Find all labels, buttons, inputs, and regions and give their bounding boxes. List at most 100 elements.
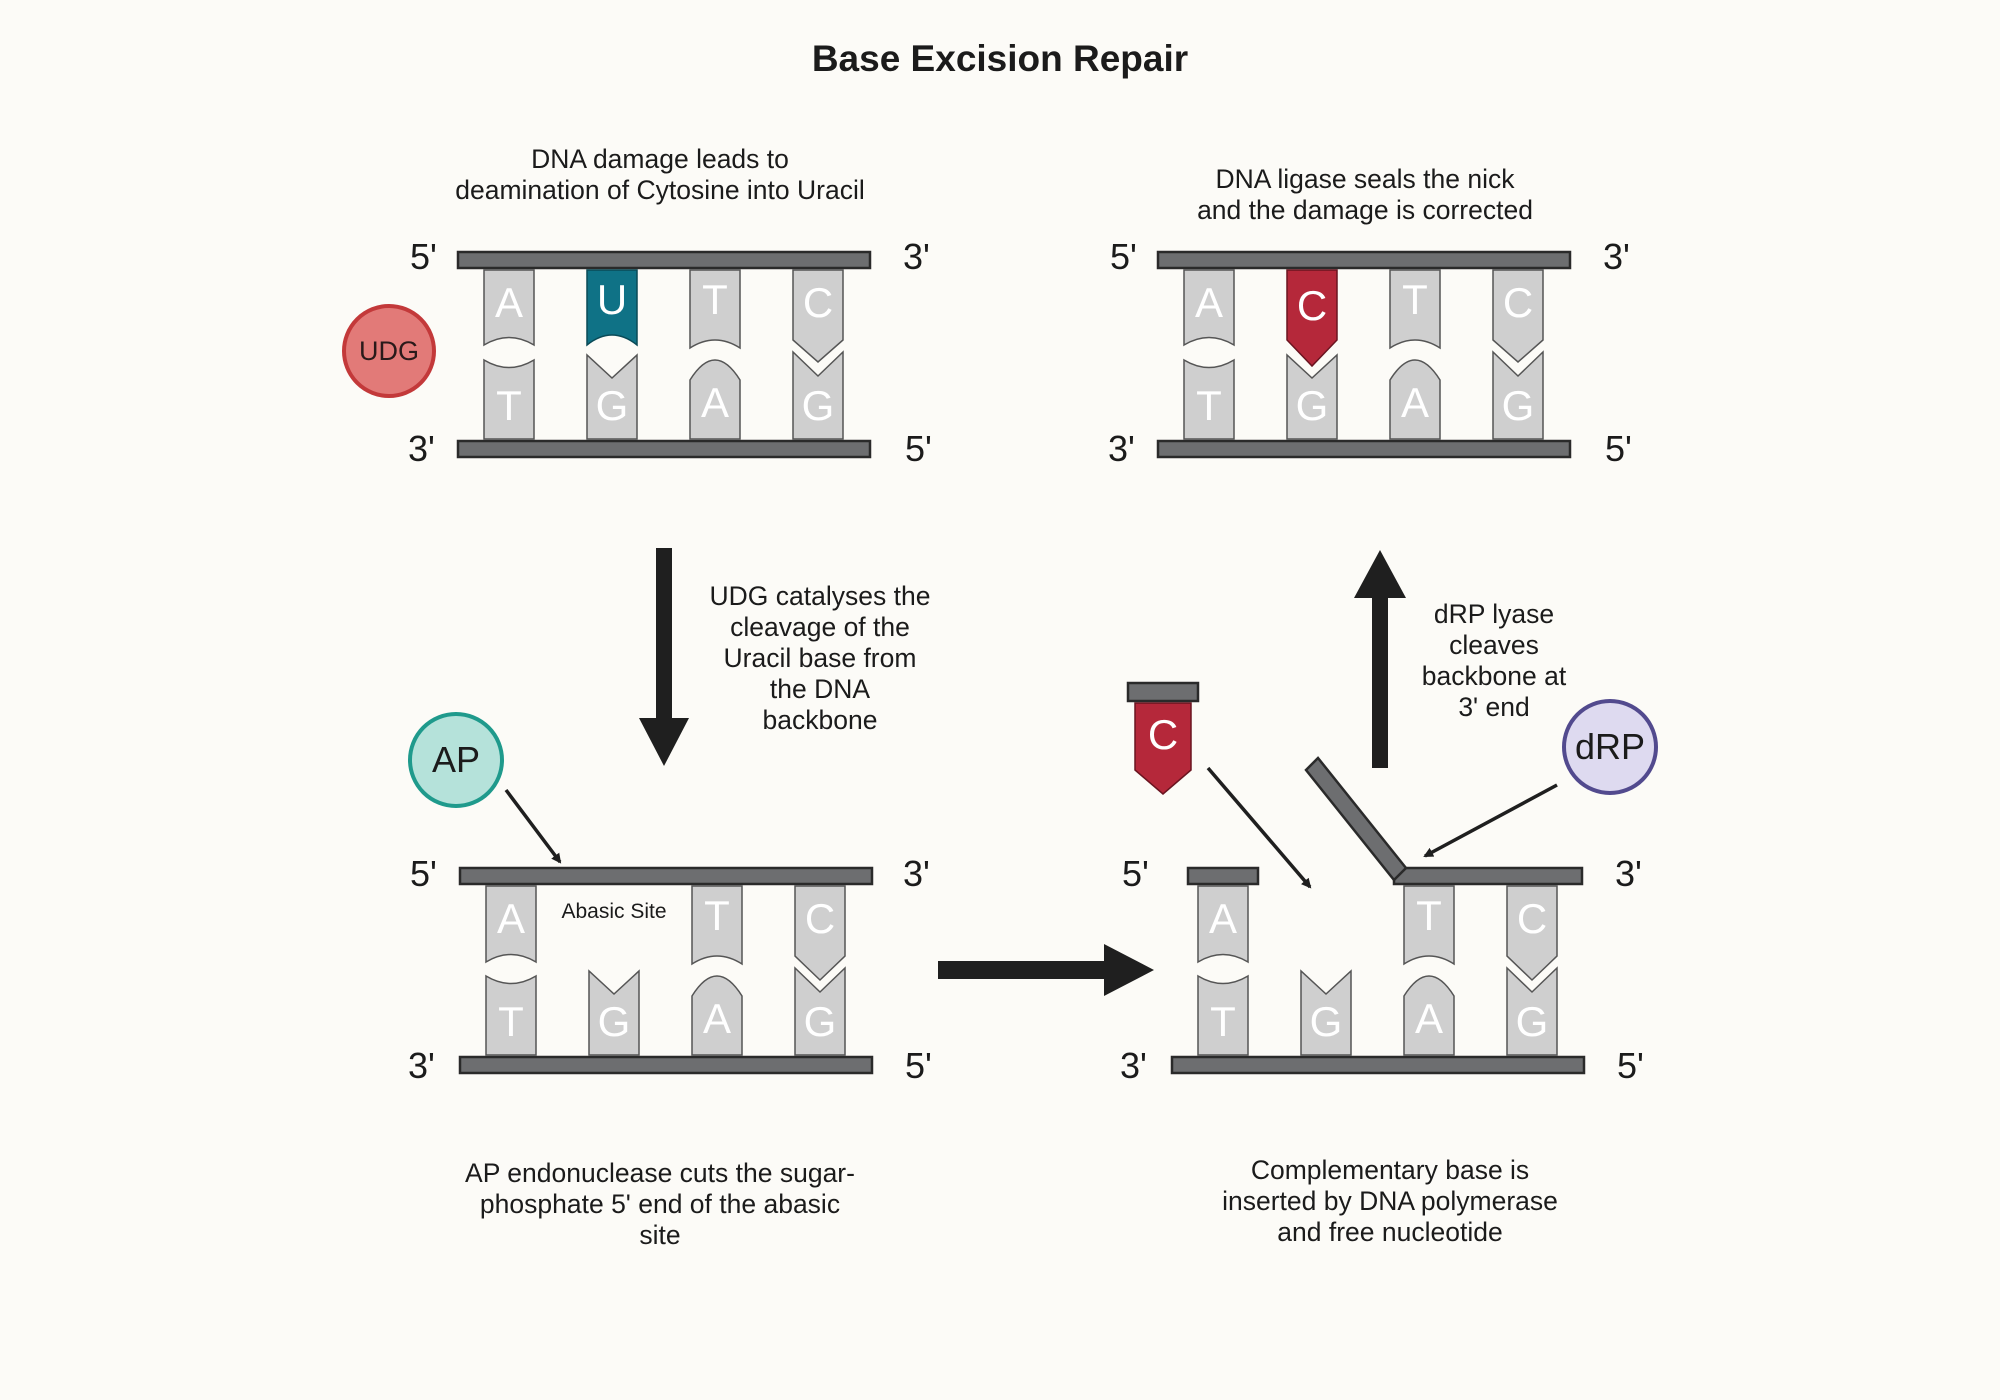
step2-bottom-base-a (691, 975, 743, 1056)
step3-bottom-letter-3: A (1415, 995, 1443, 1042)
step2-caption-line-1: AP endonuclease cuts the sugar- (465, 1158, 855, 1188)
step4-dna: A C T C T G A G (1156, 250, 1572, 459)
ap-endonuclease: AP (408, 712, 504, 808)
udg-caption-line-4: the DNA (769, 674, 871, 704)
step2-bottom-letter-2: G (598, 998, 631, 1045)
step2-dna: A T C T G A G Abasic Site (458, 866, 874, 1075)
step3-drp-flap (1304, 756, 1408, 882)
next-step-arrow (938, 944, 1154, 996)
step1-bottom-letter-4: G (802, 382, 835, 429)
step2-top-letter-4: C (805, 895, 835, 942)
step1-caption-line-2: deamination of Cytosine into Uracil (455, 175, 865, 205)
step4-caption: DNA ligase seals the nick and the damage… (1140, 164, 1590, 226)
step4-top-base-t (1389, 269, 1441, 350)
step4-bottom-backbone (1156, 439, 1572, 459)
step4-bottom-right-end: 5' (1605, 428, 1632, 469)
step2-bottom-letter-3: A (703, 995, 731, 1042)
step2-top-letter-3: T (704, 892, 730, 939)
step1-bottom-base-a (689, 359, 741, 440)
step3-top-base-t (1403, 885, 1455, 966)
drp-lyase: dRP (1562, 699, 1658, 795)
step3-top-left-end: 5' (1122, 853, 1149, 894)
step3-top-base-c (1506, 885, 1558, 982)
step1-bottom-base-g2 (792, 350, 844, 440)
udg-caption-line-1: UDG catalyses the (709, 581, 931, 611)
udg-enzyme: UDG (342, 304, 436, 398)
step1-dna: A U T C T G A G (456, 250, 872, 459)
step4-bottom-base-g2 (1492, 350, 1544, 440)
step2-top-base-a (485, 885, 537, 964)
step4-bottom-letter-2: G (1296, 382, 1329, 429)
step4-top-base-c (1492, 269, 1544, 363)
step3-bottom-base-a (1403, 975, 1455, 1056)
free-nucleotide-sugar (1126, 681, 1200, 703)
step3-top-backbone-left (1186, 866, 1260, 886)
step2-caption-line-2: phosphate 5' end of the abasic (479, 1189, 841, 1219)
step2-caption-line-3: site (639, 1220, 681, 1250)
step4-top-letter-2: C (1297, 282, 1327, 329)
step2-top-letter-1: A (497, 895, 525, 942)
step3-caption-line-3: and free nucleotide (1277, 1217, 1503, 1247)
step4-top-letter-4: C (1503, 279, 1533, 326)
step3-top-backbone-right (1392, 866, 1584, 886)
step4-top-left-end: 5' (1110, 236, 1137, 277)
step2-bottom-base-g (588, 969, 640, 1056)
step1-top-letter-1: A (495, 279, 523, 326)
udg-caption-line-3: Uracil base from (723, 643, 917, 673)
udg-step-arrow (639, 548, 689, 766)
step1-bottom-base-t (483, 358, 535, 440)
drp-arrow-caption: dRP lyase cleaves backbone at 3' end (1384, 599, 1604, 723)
step1-caption-line-1: DNA damage leads to (531, 144, 789, 174)
step1-top-backbone (456, 250, 872, 270)
udg-caption-line-2: cleavage of the (730, 612, 910, 642)
step3-top-right-end: 3' (1615, 853, 1642, 894)
step1-top-base-c (792, 269, 844, 363)
free-nucleotide-letter: C (1148, 711, 1178, 758)
step2-bottom-letter-1: T (498, 998, 524, 1045)
step4-top-letter-3: T (1402, 276, 1428, 323)
step4-bottom-letter-3: A (1401, 379, 1429, 426)
step3-top-letter-4: C (1517, 895, 1547, 942)
step4-bottom-left-end: 3' (1108, 428, 1135, 469)
step2-top-base-c (794, 885, 846, 982)
step3-dna: A T C T G A G C (1126, 681, 1586, 1075)
step1-bottom-letter-1: T (496, 382, 522, 429)
step2-bottom-left-end: 3' (408, 1045, 435, 1086)
free-nucleotide-c (1134, 702, 1192, 795)
step4-bottom-base-a (1389, 359, 1441, 440)
ligase-step-arrow (1354, 550, 1406, 768)
step3-top-letter-1: A (1209, 895, 1237, 942)
step1-bottom-backbone (456, 439, 872, 459)
step3-bottom-letter-2: G (1310, 998, 1343, 1045)
step4-top-base-c-new (1286, 269, 1338, 368)
step3-bottom-backbone (1170, 1055, 1586, 1075)
step1-bottom-left-end: 3' (408, 428, 435, 469)
step1-caption: DNA damage leads to deamination of Cytos… (410, 144, 910, 206)
step1-bottom-right-end: 5' (905, 428, 932, 469)
step4-caption-line-2: and the damage is corrected (1197, 195, 1533, 225)
step2-caption: AP endonuclease cuts the sugar- phosphat… (420, 1158, 900, 1251)
step2-bottom-base-g2 (794, 966, 846, 1056)
step1-top-letter-2: U (597, 276, 627, 323)
step3-caption-line-2: inserted by DNA polymerase (1222, 1186, 1558, 1216)
drp-caption-line-2: cleaves (1449, 630, 1539, 660)
step1-top-base-u (586, 269, 638, 347)
step1-top-letter-3: T (702, 276, 728, 323)
step2-top-right-end: 3' (903, 853, 930, 894)
step4-bottom-letter-1: T (1196, 382, 1222, 429)
step3-bottom-right-end: 5' (1617, 1045, 1644, 1086)
step2-top-backbone (458, 866, 874, 886)
step4-bottom-base-t (1183, 358, 1235, 440)
figure-title: Base Excision Repair (811, 38, 1189, 79)
step1-top-left-end: 5' (410, 236, 437, 277)
udg-caption-line-5: backbone (762, 705, 878, 735)
step3-bottom-left-end: 3' (1120, 1045, 1147, 1086)
udg-arrow-caption: UDG catalyses the cleavage of the Uracil… (680, 581, 960, 736)
step4-top-right-end: 3' (1603, 236, 1630, 277)
step1-top-right-end: 3' (903, 236, 930, 277)
step1-top-base-t (689, 269, 741, 350)
step2-bottom-letter-4: G (804, 998, 837, 1045)
step2-bottom-base-t (485, 974, 537, 1056)
step3-bottom-base-t (1197, 974, 1249, 1056)
